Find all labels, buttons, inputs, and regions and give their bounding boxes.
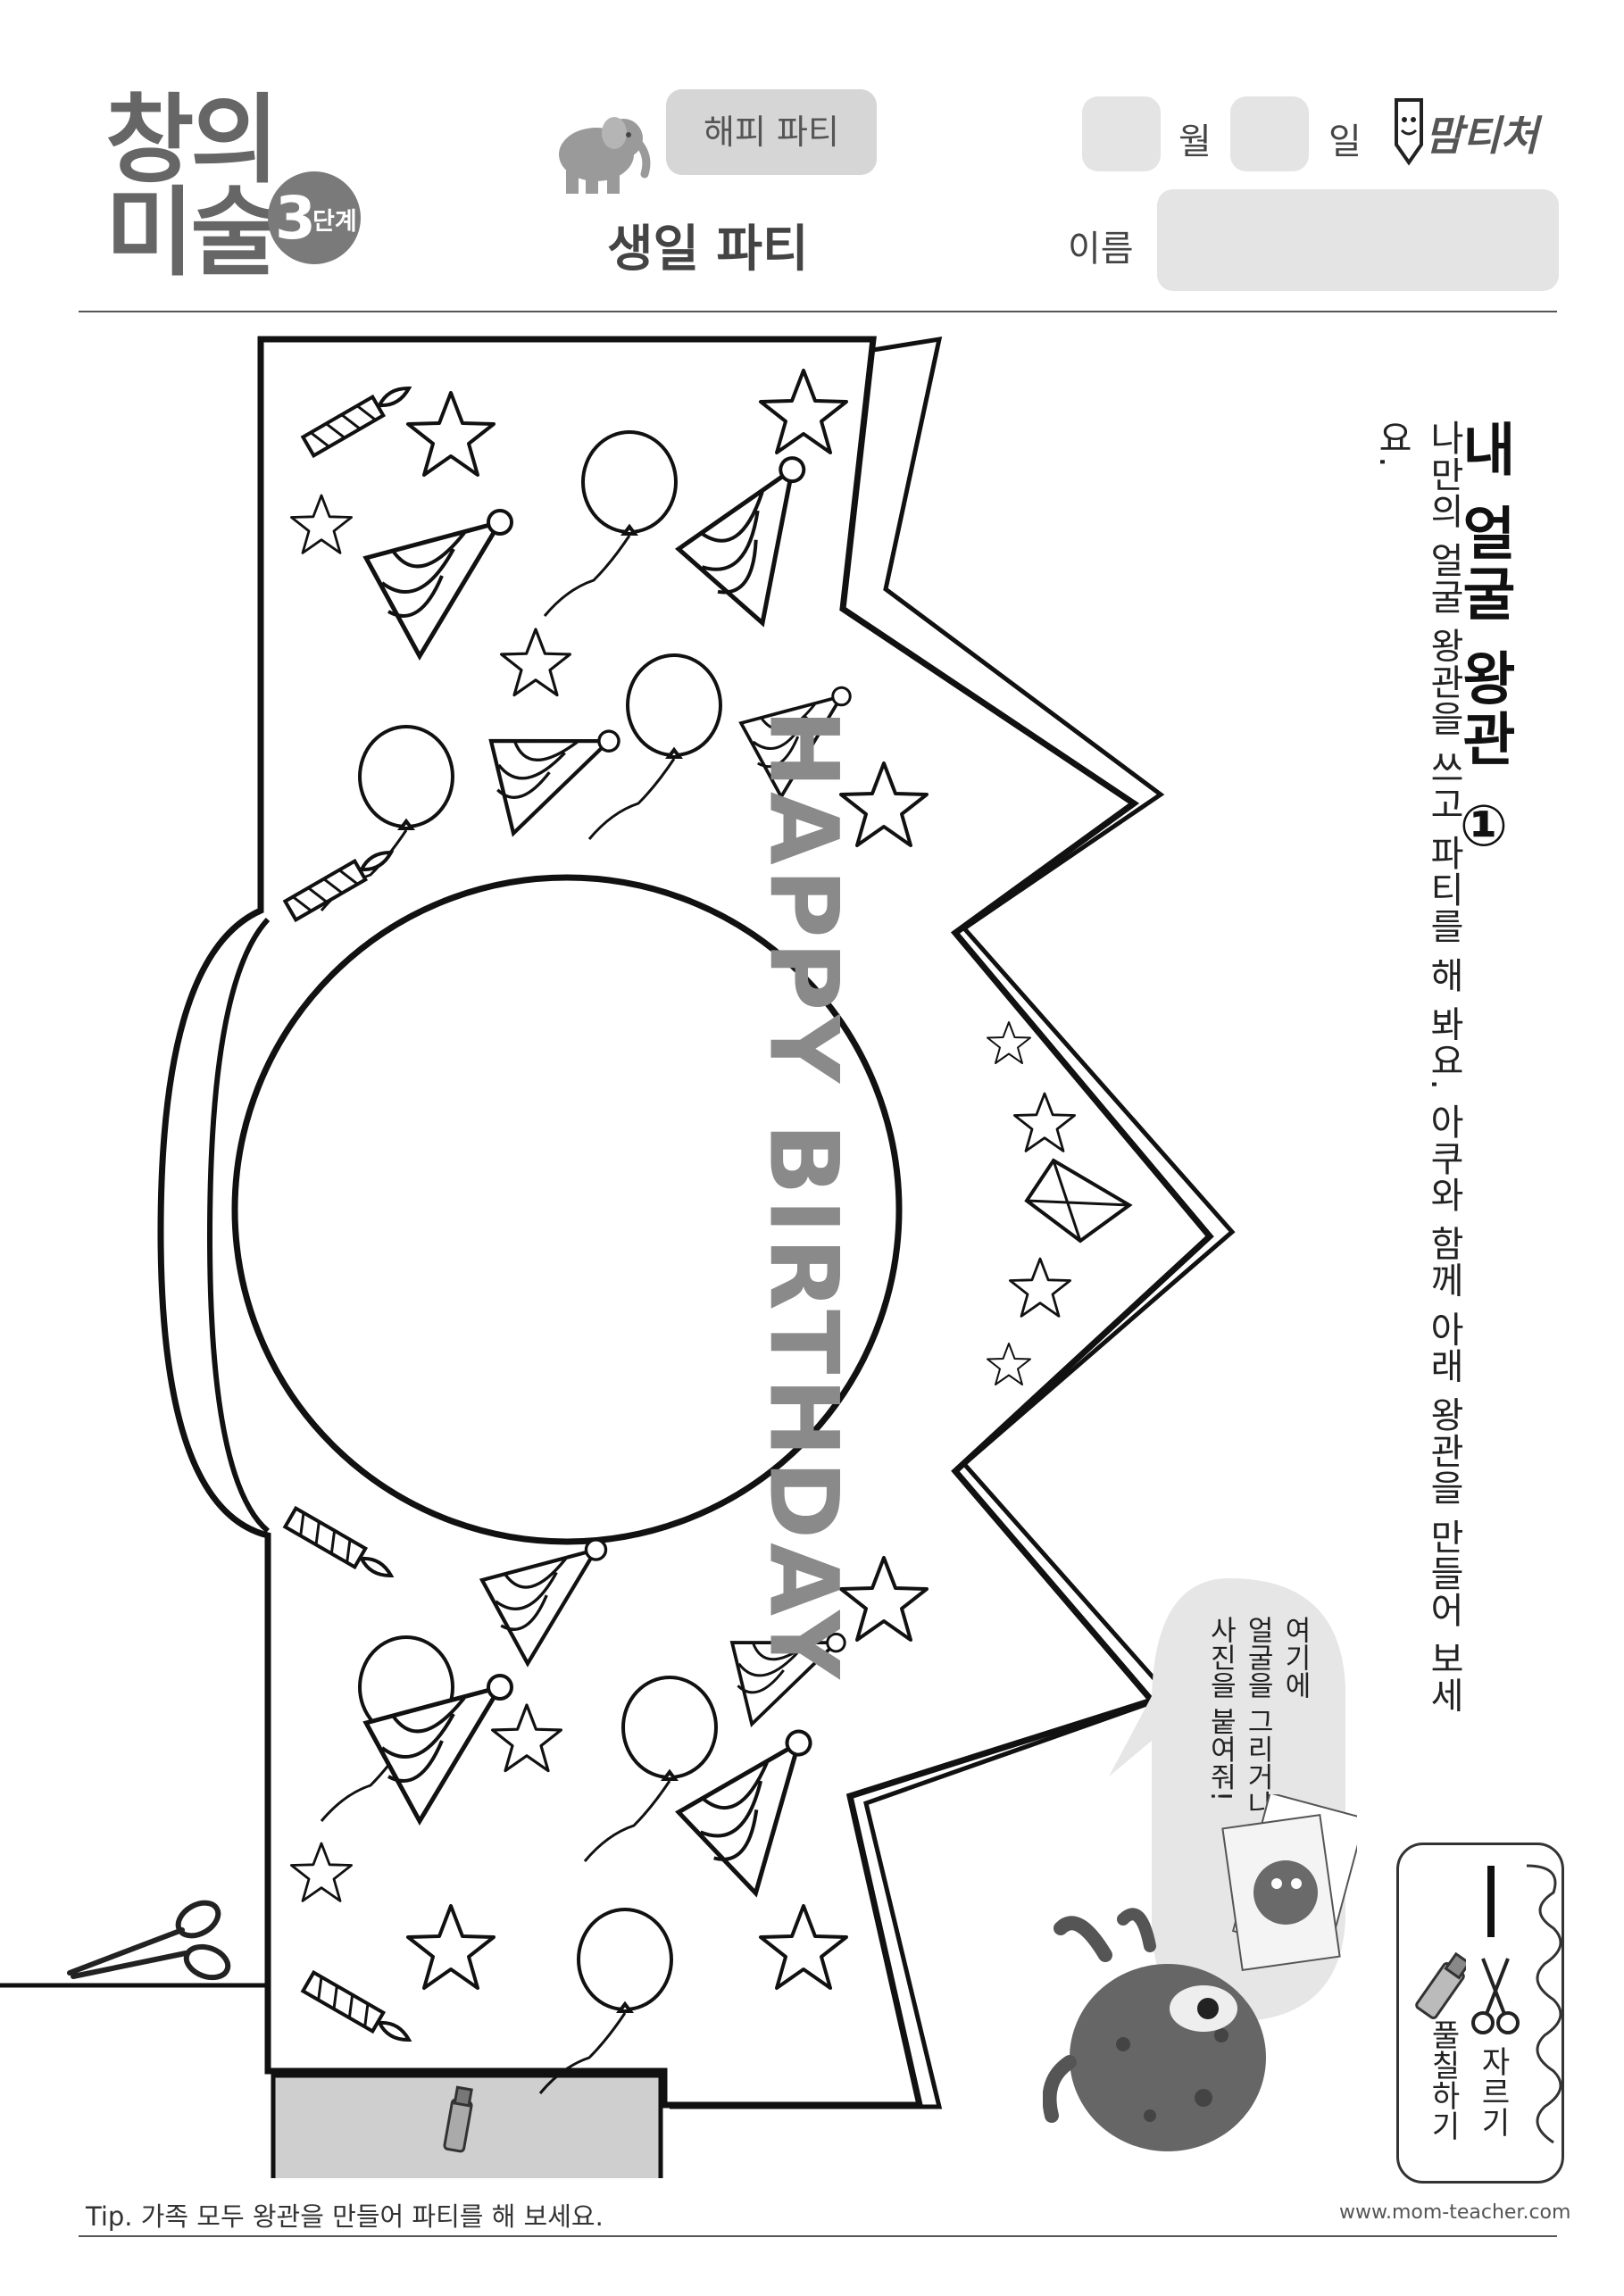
month-label: 월 [1178, 121, 1212, 162]
name-label: 이름 [1068, 229, 1134, 270]
level-number: 3 [275, 184, 316, 253]
elephant-icon [559, 117, 651, 194]
scissors-legend-icon [1471, 1958, 1520, 2034]
name-field[interactable] [1157, 189, 1559, 291]
logo-line2: 미술 [105, 178, 279, 289]
level-badge: 3 단계 [268, 171, 361, 264]
bubble-line1: 여기에 [1278, 1616, 1312, 1699]
cut-legend-line [1487, 1866, 1495, 1937]
brand-logo: 맘티처 [1425, 112, 1538, 160]
logo-line1: 창의 [105, 85, 279, 196]
level-label: 단계 [312, 208, 357, 236]
bubble-line3: 사진을 붙여줘! [1203, 1616, 1237, 1802]
day-label: 일 [1328, 121, 1362, 162]
bubble-line2: 얼굴을 그리거나 [1241, 1616, 1274, 1818]
birthday-banner: HAPPY BIRTHDAY [748, 709, 859, 1683]
footer-tip: Tip. 가족 모두 왕관을 만들어 파티를 해 보세요. [86, 2201, 604, 2232]
glue-stick-icon [443, 2085, 473, 2153]
pencil-mascot-icon [1395, 98, 1423, 166]
theme-pill: 해피 파티 [666, 89, 877, 175]
bubble-text: 여기에 얼굴을 그리거나 사진을 붙여줘! [1201, 1616, 1313, 1818]
footer-divider [79, 2235, 1557, 2237]
subject-title: 생일 파티 [607, 220, 809, 279]
photos-mascot-icon [1221, 1794, 1357, 1972]
aqu-mascot-icon [1043, 1908, 1266, 2151]
scissors-icon [67, 1900, 231, 1981]
face-circle[interactable] [214, 857, 920, 1562]
glue-stick-legend-icon [1415, 1951, 1466, 2019]
glue-legend-label: 풀칠하기 [1425, 2019, 1461, 2141]
day-field[interactable] [1230, 96, 1309, 171]
spiral-edge-icon [1526, 1864, 1562, 2144]
month-field[interactable] [1082, 96, 1161, 171]
activity-title: 내 얼굴 왕관 ① [1451, 420, 1517, 863]
footer-url[interactable]: www.mom-teacher.com [1339, 2201, 1571, 2224]
header-divider [79, 311, 1557, 312]
cut-legend-label: 자르기 [1475, 2046, 1511, 2137]
activity-description: 나만의 얼굴 왕관을 쓰고 파티를 해 봐요. 아쿠와 함께 아래 왕관을 만들… [1371, 420, 1464, 1714]
